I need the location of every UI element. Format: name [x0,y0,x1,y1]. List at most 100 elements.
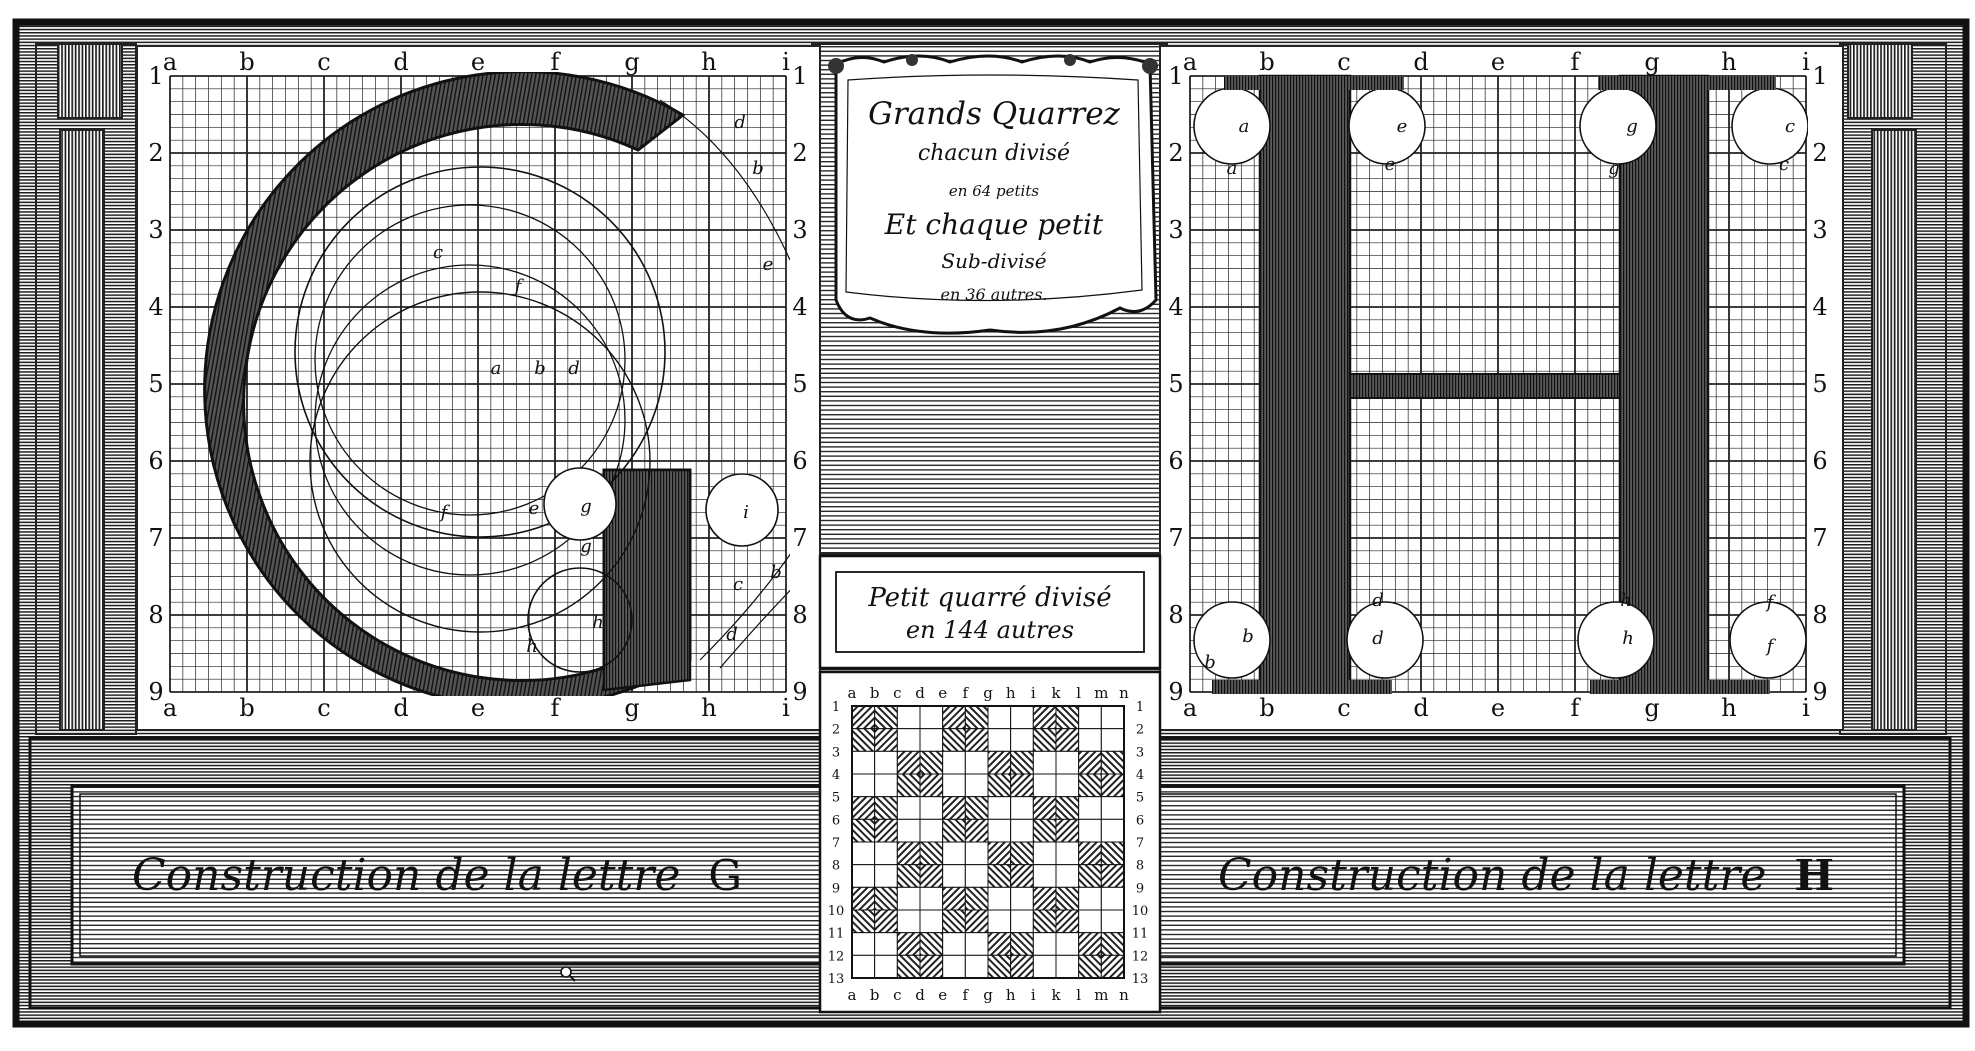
small-grid-cell [874,750,898,775]
small-grid-cell [1100,886,1125,911]
cartouche-line-4: Et chaque petit [884,208,1104,241]
small-row-label: 13 [1132,972,1149,987]
svg-text:Construction de la lettre: Construction de la lettre G [132,850,742,901]
small-grid-cell [896,954,921,979]
small-grid-cell [1055,841,1080,866]
row-label: 9 [792,678,807,706]
small-grid-cell [851,954,876,979]
column-label: d [393,694,408,722]
small-label-line-2: en 144 autres [906,616,1074,644]
small-grid-cell [942,818,966,843]
small-grid-cell [1078,728,1102,752]
annotation-letter: h [1620,590,1632,611]
small-column-label: l [1076,986,1081,1004]
small-grid-cell [964,750,989,775]
cartouche-line-3: en 64 petits [949,182,1039,200]
small-grid-cell [987,954,1012,979]
annotation-letter: i [743,502,749,523]
small-grid-cell [1078,705,1102,730]
row-label: 3 [1812,216,1827,244]
row-label: 4 [1168,293,1183,321]
cartouche: Grands Quarrez chacun divisé en 64 petit… [828,54,1158,335]
small-row-label: 4 [832,768,840,783]
small-column-label: h [1006,986,1016,1004]
annotation-letter: h [526,636,538,657]
annotation-letter: d [568,358,580,379]
row-label: 1 [1168,62,1183,90]
row-label: 2 [148,139,163,167]
small-grid-cell [942,750,966,775]
small-grid-cell [1032,954,1057,979]
small-row-label: 9 [832,881,840,896]
row-label: 3 [148,216,163,244]
small-grid-border [851,705,1125,979]
small-column-label: f [963,986,970,1004]
small-column-label: l [1076,684,1081,702]
small-column-label: n [1119,684,1129,702]
column-label: g [1644,48,1659,76]
small-row-label: 9 [1136,881,1144,896]
small-grid-cell [896,886,921,911]
small-row-label: 8 [832,859,840,874]
caption-h-letter: H [1794,851,1834,900]
small-grid-cell [1032,864,1057,888]
row-label: 6 [1812,447,1827,475]
small-grid-cell [851,728,876,752]
small-grid-cell [1055,796,1080,820]
small-grid-cell [987,818,1012,843]
small-grid-cell [851,773,876,798]
small-label-line-1: Petit quarré divisé [867,583,1111,613]
small-column-label: n [1119,986,1129,1004]
row-label: 9 [1168,678,1183,706]
small-column-label: i [1031,684,1036,702]
row-label: 9 [148,678,163,706]
small-grid-cell [964,705,989,730]
small-grid-cell [942,841,966,866]
small-row-label: 13 [828,972,845,987]
small-grid-cell [851,932,876,956]
small-grid-cell [1032,909,1057,934]
grid-lines-g [169,75,787,693]
small-row-label: 4 [1136,768,1144,783]
small-grid-cell [1078,818,1102,843]
row-label: 5 [148,370,163,398]
small-row-label: 11 [1132,927,1149,942]
small-grid-cell [987,864,1012,888]
small-grid-cell [1055,864,1080,888]
annotation-letter: b [770,562,782,583]
small-grid-label: Petit quarré divisé en 144 autres [818,554,1162,670]
small-grid-cell [987,886,1012,911]
column-label: i [1802,694,1810,722]
left-pillar [35,43,137,735]
small-grid-cell [1078,796,1102,820]
small-column-label: f [963,684,970,702]
small-grid-cell [1032,705,1057,730]
small-grid-cell [1100,773,1125,798]
small-row-label: 3 [832,745,840,760]
small-grid-cell [942,773,966,798]
small-grid-cell [987,909,1012,934]
svg-text:Construction de la lettre: Construction de la lettre H [1218,850,1834,901]
small-row-label: 11 [828,927,845,942]
small-grid-cell [919,796,944,820]
column-label: c [317,48,330,76]
column-label: e [1491,694,1505,722]
row-label: 2 [792,139,807,167]
small-grid-cell [987,796,1012,820]
small-grid-cell [1078,864,1102,888]
column-label: e [471,48,485,76]
small-grid-cell [964,932,989,956]
column-label: g [624,48,639,76]
small-grid-cell [1032,841,1057,866]
right-pillar [1839,43,1947,735]
small-row-label: 2 [1136,723,1144,738]
small-grid-cell [1010,750,1034,775]
small-grid-cell [1055,818,1080,843]
caption-g-text: Construction de la lettre [132,850,680,901]
small-grid-cell [896,773,921,798]
annotation-letter: g [580,496,592,517]
